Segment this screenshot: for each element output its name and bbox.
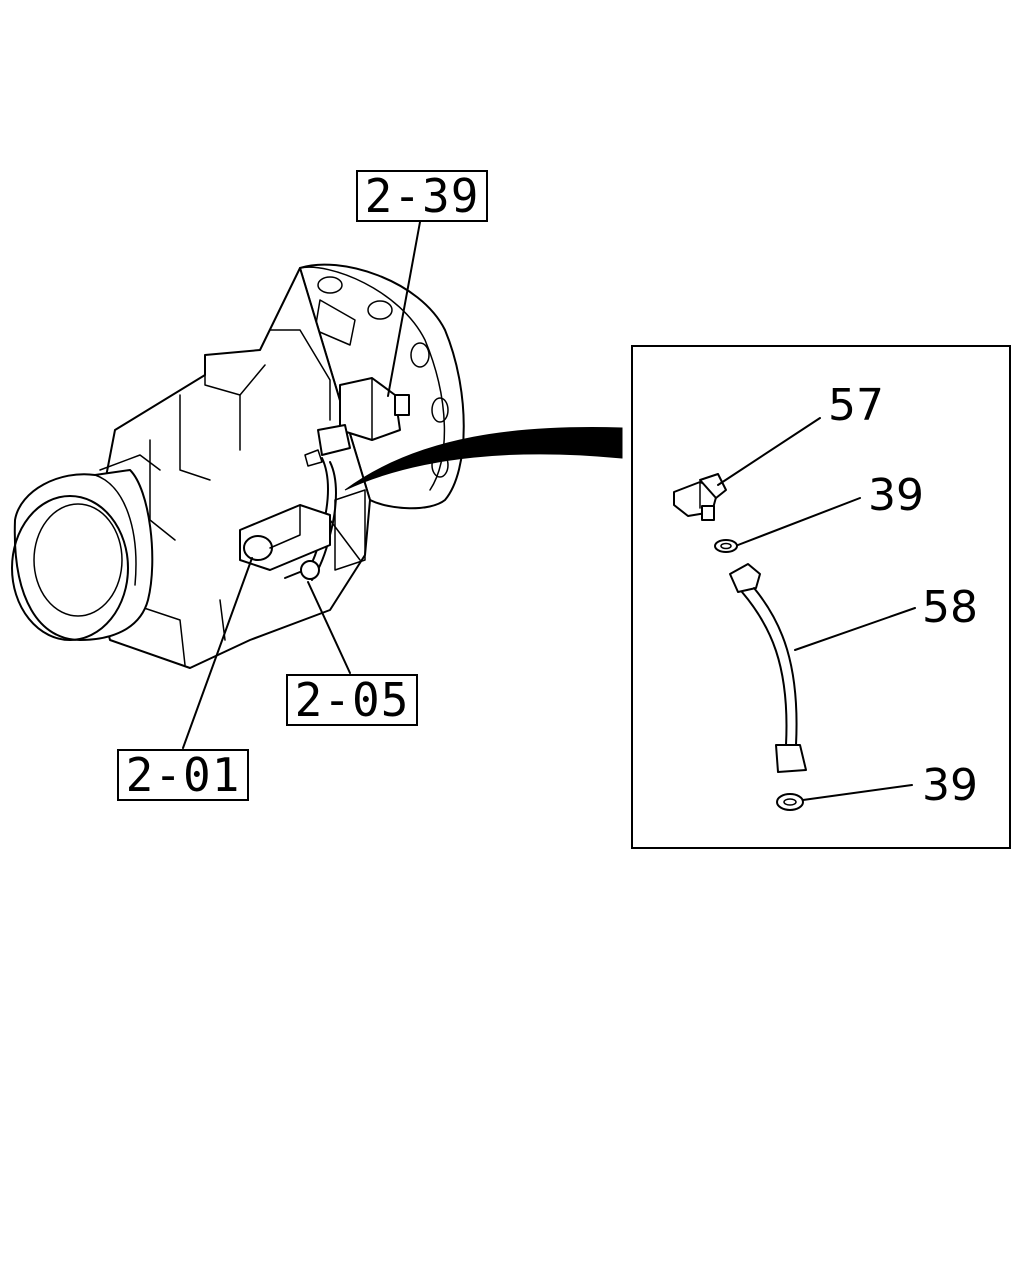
ref-box-2-39[interactable]: 2-39	[356, 169, 488, 223]
part-39-washer-lower	[776, 793, 804, 811]
ref-box-2-05[interactable]: 2-05	[286, 673, 418, 727]
part-58-pipe	[729, 563, 807, 773]
part-57-switch	[673, 473, 727, 521]
leader-2-05	[307, 581, 351, 674]
callout-part-39-lower: 39	[922, 760, 978, 811]
callout-part-58: 58	[922, 582, 978, 633]
detail-inset-frame	[631, 345, 1011, 849]
detail-pointer-wedge	[344, 427, 623, 491]
callout-part-57: 57	[828, 380, 884, 431]
transmission-assembly	[11, 263, 465, 669]
leader-2-39	[387, 221, 421, 397]
part-39-washer-upper	[714, 539, 738, 553]
ref-box-2-01[interactable]: 2-01	[117, 748, 249, 802]
callout-part-39-upper: 39	[868, 470, 924, 521]
leader-2-01	[182, 557, 253, 749]
installed-components	[239, 377, 410, 581]
